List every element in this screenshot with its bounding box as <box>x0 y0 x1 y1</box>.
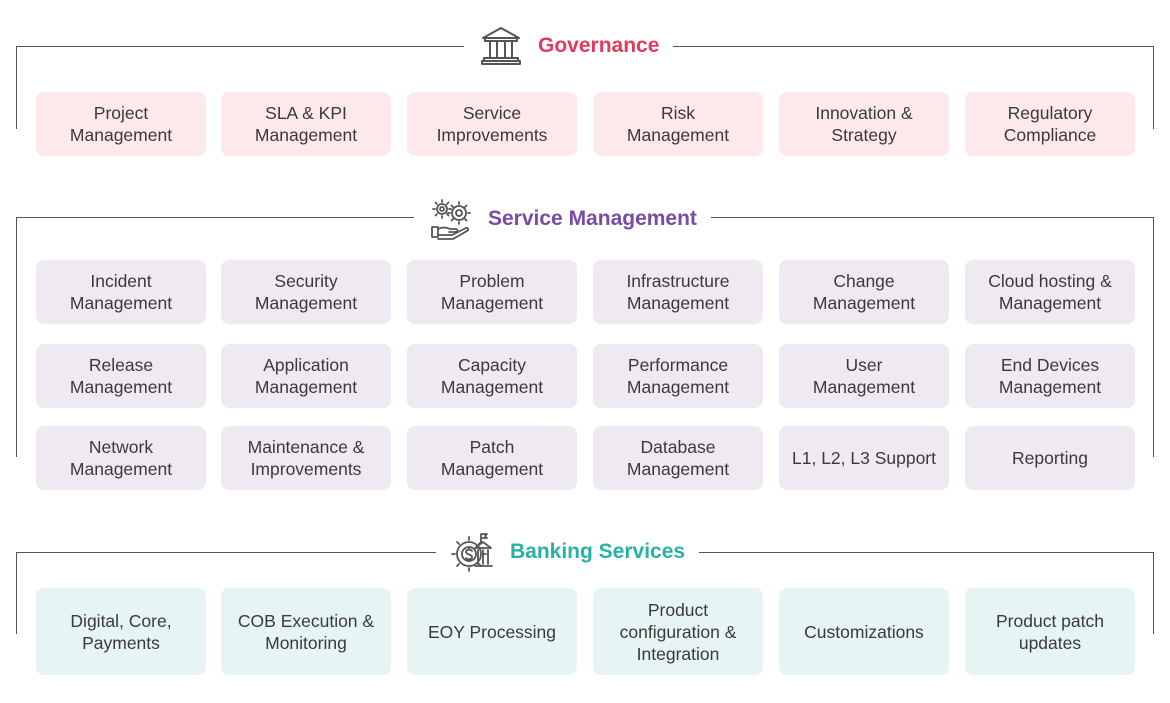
banking-item: EOY Processing <box>407 588 577 675</box>
bank-building-icon <box>478 23 524 69</box>
banking-item: Customizations <box>779 588 949 675</box>
governance-header: Governance <box>464 23 674 69</box>
service-item: Performance Management <box>593 344 763 408</box>
banking-item: Digital, Core, Payments <box>36 588 206 675</box>
governance-item: Regulatory Compliance <box>965 92 1135 156</box>
service-item: Security Management <box>221 260 391 324</box>
service-management-frame <box>16 217 1154 457</box>
governance-item: Innovation & Strategy <box>779 92 949 156</box>
service-item: Infrastructure Management <box>593 260 763 324</box>
service-item: Network Management <box>36 426 206 490</box>
service-item: L1, L2, L3 Support <box>779 426 949 490</box>
service-item: Application Management <box>221 344 391 408</box>
service-item: Incident Management <box>36 260 206 324</box>
service-management-title: Service Management <box>488 207 697 230</box>
service-item: Capacity Management <box>407 344 577 408</box>
gears-hand-icon <box>428 196 474 242</box>
banking-item: COB Execution & Monitoring <box>221 588 391 675</box>
service-item: Change Management <box>779 260 949 324</box>
gear-bank-dollar-icon <box>450 529 496 575</box>
service-item: Database Management <box>593 426 763 490</box>
governance-item: SLA & KPI Management <box>221 92 391 156</box>
service-item: Cloud hosting & Management <box>965 260 1135 324</box>
service-item: Problem Management <box>407 260 577 324</box>
service-item: Maintenance & Improvements <box>221 426 391 490</box>
governance-item: Risk Management <box>593 92 763 156</box>
banking-services-title: Banking Services <box>510 540 686 563</box>
banking-item: Product patch updates <box>965 588 1135 675</box>
banking-item: Product configuration & Integration <box>593 588 763 675</box>
service-item: Release Management <box>36 344 206 408</box>
service-item: Patch Management <box>407 426 577 490</box>
service-item: End Devices Management <box>965 344 1135 408</box>
service-management-header: Service Management <box>414 196 711 242</box>
governance-title: Governance <box>538 34 660 57</box>
governance-item: Service Improvements <box>407 92 577 156</box>
banking-services-header: Banking Services <box>436 529 700 575</box>
service-item: User Management <box>779 344 949 408</box>
governance-item: Project Management <box>36 92 206 156</box>
service-item: Reporting <box>965 426 1135 490</box>
